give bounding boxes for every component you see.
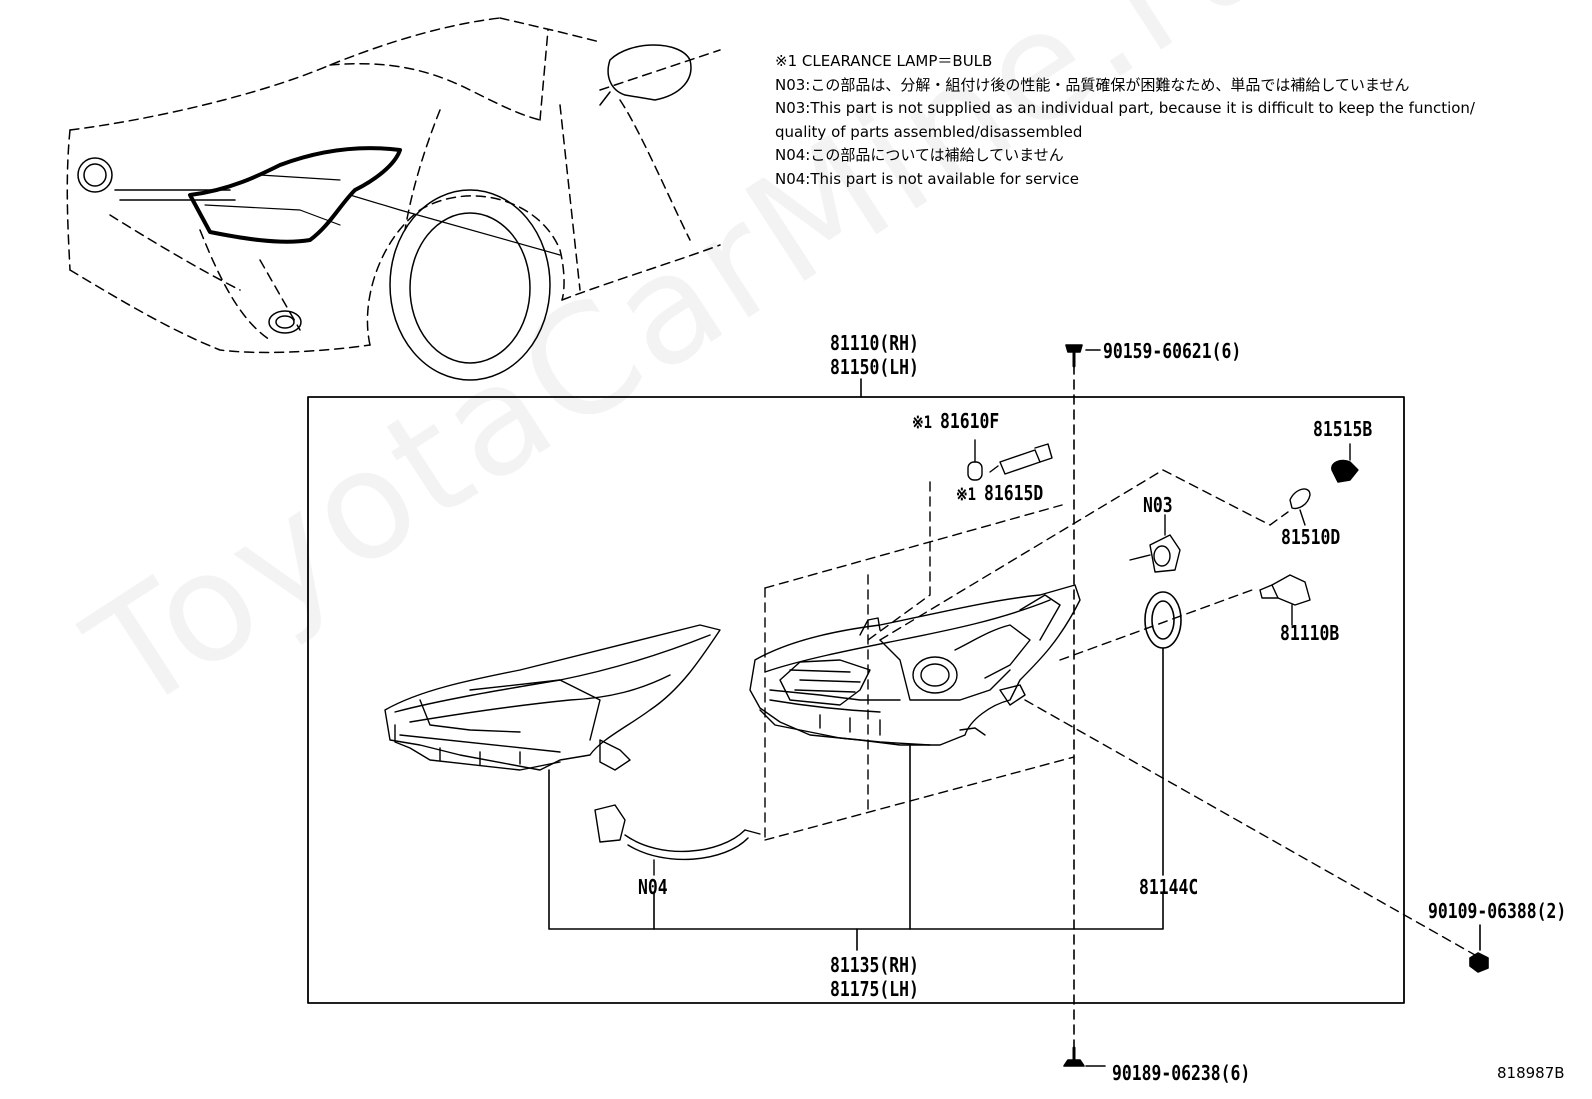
harness-icon — [594, 804, 761, 876]
seal-small-icon — [1289, 488, 1311, 526]
clearance-socket-icon — [989, 443, 1053, 475]
car-overview-solid — [77, 44, 692, 381]
screw-right-icon — [1469, 924, 1489, 973]
notes-block: ※1 CLEARANCE LAMP＝BULB N03:この部品は、分解・組付け後… — [775, 50, 1575, 191]
clearance-bulb-icon — [967, 439, 983, 481]
label-assembly-rh: 81110(RH) — [830, 331, 919, 355]
label-clearance-socket: 81615D — [984, 481, 1044, 505]
note-n03-jp: N03:この部品は、分解・組付け後の性能・品質確保が困難なため、単品では補給して… — [775, 75, 1410, 94]
label-seal-small: 81510D — [1281, 525, 1341, 549]
exploded-guide-lines — [764, 469, 1476, 956]
cover-icon — [1144, 591, 1182, 876]
note-n04-jp: N04:この部品については補給していません — [775, 146, 1064, 164]
diagram-id: 818987B — [1497, 1064, 1565, 1082]
label-headlamp-bulb: 81110B — [1280, 621, 1340, 645]
car-headlamp-highlight — [188, 146, 402, 244]
cap-icon — [1331, 443, 1359, 483]
label-bolt-bottom: 90189-06238(6) — [1112, 1061, 1251, 1085]
label-cap: 81515B — [1313, 417, 1373, 441]
headlamp-bulb-icon — [1259, 574, 1311, 626]
bolt-top-icon — [1065, 344, 1101, 368]
car-overview-illustration — [66, 17, 721, 354]
n03-module-icon — [1129, 514, 1181, 573]
label-housing-rh: 81135(RH) — [830, 953, 919, 977]
note-n03-en-1: N03:This part is not supplied as an indi… — [775, 99, 1475, 117]
bolt-bottom-icon — [1063, 1046, 1106, 1067]
label-n03: N03 — [1143, 493, 1173, 517]
label-assembly-lh: 81150(LH) — [830, 355, 919, 379]
label-housing-lh: 81175(LH) — [830, 977, 919, 1001]
label-bolt-top: 90159-60621(6) — [1103, 339, 1242, 363]
label-clearance-bulb: 81610F — [940, 409, 1000, 433]
note-n04-en: N04:This part is not available for servi… — [775, 169, 1079, 188]
housing-bracket — [548, 744, 1164, 951]
label-screw-right: 90109-06388(2) — [1428, 899, 1567, 923]
label-n04: N04 — [638, 875, 668, 899]
label-mark-2: ※1 — [956, 485, 977, 505]
note-clearance-lamp: ※1 CLEARANCE LAMP＝BULB — [775, 52, 993, 70]
assembly-boundary-box — [307, 396, 1405, 1004]
note-n03-en-2: quality of parts assembled/disassembled — [775, 122, 1083, 141]
label-cover: 81144C — [1139, 875, 1199, 899]
headlamp-housing-left-illustration — [384, 624, 721, 771]
headlamp-right-illustration — [749, 584, 1081, 746]
label-mark-1: ※1 — [912, 413, 933, 433]
